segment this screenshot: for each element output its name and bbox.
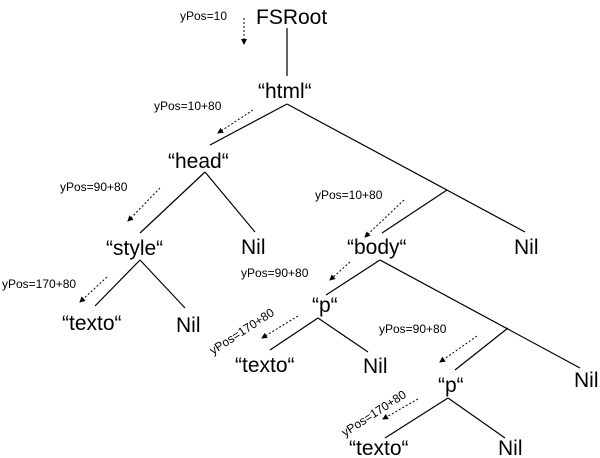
node-style: “style“ [106, 237, 163, 260]
edge-p2-nil [447, 397, 506, 439]
label-ypos-root: yPos=10 [180, 9, 227, 23]
node-nil-style: Nil [176, 314, 201, 337]
arrow-p2-texto [382, 398, 419, 420]
node-nil-head: Nil [241, 236, 266, 259]
edge-html-right [286, 103, 526, 233]
arrow-html-body [364, 199, 405, 238]
edge-p2-texto [384, 397, 449, 439]
node-texto-p1: “texto“ [235, 354, 295, 377]
edge-head-nil [204, 171, 256, 233]
node-texto-p2: “texto“ [349, 437, 409, 458]
node-body: “body“ [347, 236, 407, 259]
arrow-body-p1 [329, 261, 351, 281]
edge-body-p1 [325, 259, 381, 296]
edge-head-style [139, 171, 206, 234]
arrow-body-p2 [439, 335, 478, 363]
label-ypos-style-texto: yPos=170+80 [2, 277, 76, 291]
label-ypos-body-p1: yPos=90+80 [241, 266, 309, 280]
label-ypos-html-body: yPos=10+80 [315, 188, 383, 202]
node-texto-style: “texto“ [62, 312, 122, 335]
node-nil-p2: Nil [498, 437, 523, 458]
label-ypos-head-style: yPos=90+80 [60, 180, 128, 194]
label-ypos-body-p2: yPos=90+80 [379, 322, 447, 336]
edge-p1-texto [269, 317, 319, 351]
node-head: “head“ [168, 150, 229, 173]
node-p1: “p“ [312, 294, 338, 317]
node-nil-body: Nil [574, 369, 599, 392]
label-ypos-p2-texto: yPos=170+80 [339, 387, 409, 439]
node-p2: “p“ [438, 374, 464, 397]
node-html: “html“ [258, 80, 312, 103]
node-nil-html: Nil [514, 236, 539, 259]
arrow-html-head [217, 109, 254, 134]
edge-html-body [381, 189, 448, 234]
arrow-p1-texto [261, 315, 299, 339]
arrow-head-style [127, 187, 161, 222]
node-fsroot: FSRoot [256, 6, 327, 29]
label-ypos-p1-texto: yPos=170+80 [207, 305, 277, 357]
edge-body-p2 [454, 327, 509, 371]
edge-body-right [379, 259, 581, 369]
edge-html-head [209, 103, 288, 146]
edge-style-nil [139, 259, 186, 309]
node-nil-p1: Nil [363, 355, 388, 378]
edge-style-texto [94, 259, 141, 307]
label-ypos-html-head: yPos=10+80 [154, 99, 222, 113]
edge-p1-nil [317, 317, 369, 353]
